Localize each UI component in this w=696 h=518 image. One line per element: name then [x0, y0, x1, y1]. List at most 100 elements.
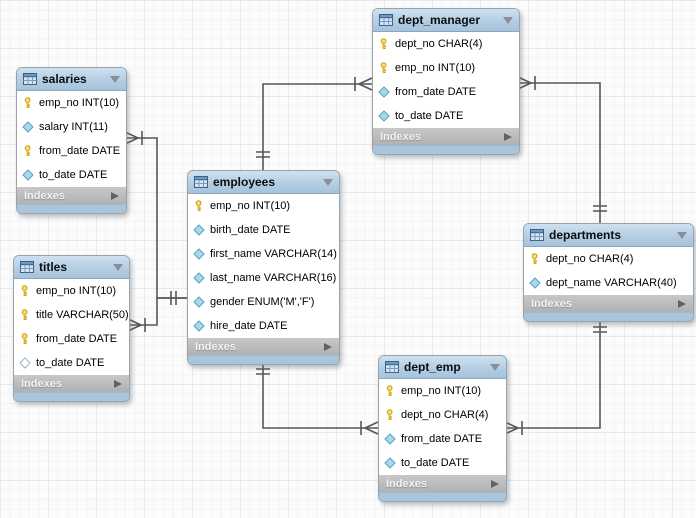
- table-icon: [530, 229, 544, 241]
- table-icon: [20, 261, 34, 273]
- column-row[interactable]: last_name VARCHAR(16): [188, 266, 339, 290]
- column-label: birth_date DATE: [210, 224, 291, 236]
- table-dept_emp[interactable]: dept_emp emp_no INT(10)dept_no CHAR(4)fr…: [378, 355, 507, 502]
- table-icon: [379, 14, 393, 26]
- indexes-bar[interactable]: Indexes: [188, 338, 339, 355]
- column-row[interactable]: salary INT(11): [17, 115, 126, 139]
- column-row[interactable]: title VARCHAR(50): [14, 303, 129, 327]
- collapse-arrow-icon[interactable]: [113, 263, 123, 271]
- column-label: from_date DATE: [36, 333, 118, 345]
- table-employees[interactable]: employees emp_no INT(10) birth_date DATE f…: [187, 170, 340, 365]
- collapse-arrow-icon[interactable]: [677, 231, 687, 239]
- table-bottom-bar: [14, 392, 129, 401]
- indexes-bar[interactable]: Indexes: [17, 187, 126, 204]
- column-row[interactable]: from_date DATE: [379, 427, 506, 451]
- column-label: to_date DATE: [395, 110, 464, 122]
- diamond-icon: [378, 110, 390, 122]
- column-list: emp_no INT(10)salary INT(11)from_date DA…: [17, 91, 126, 187]
- table-icon: [194, 176, 208, 188]
- column-label: title VARCHAR(50): [36, 309, 129, 321]
- column-row[interactable]: emp_no INT(10): [379, 379, 506, 403]
- column-label: from_date DATE: [395, 86, 477, 98]
- expand-arrow-icon[interactable]: [114, 379, 122, 388]
- indexes-bar[interactable]: Indexes: [524, 295, 693, 312]
- column-row[interactable]: from_date DATE: [17, 139, 126, 163]
- column-row[interactable]: gender ENUM('M','F'): [188, 290, 339, 314]
- table-icon: [23, 73, 37, 85]
- column-row[interactable]: dept_no CHAR(4): [373, 32, 519, 56]
- table-header[interactable]: titles: [14, 256, 129, 279]
- column-label: to_date DATE: [36, 357, 105, 369]
- diamond-icon: [384, 457, 396, 469]
- column-row[interactable]: hire_date DATE: [188, 314, 339, 338]
- column-row[interactable]: emp_no INT(10): [14, 279, 129, 303]
- relationship-titles-employees[interactable]: [127, 297, 187, 332]
- diamond-icon: [193, 320, 205, 332]
- expand-arrow-icon[interactable]: [111, 191, 119, 200]
- column-row[interactable]: to_date DATE: [17, 163, 126, 187]
- column-list: emp_no INT(10) birth_date DATE first_name …: [188, 194, 339, 338]
- column-row[interactable]: dept_name VARCHAR(40): [524, 271, 693, 295]
- key-icon: [19, 309, 31, 321]
- table-departments[interactable]: departments dept_no CHAR(4)dept_name VAR…: [523, 223, 694, 322]
- column-row[interactable]: emp_no INT(10): [17, 91, 126, 115]
- table-title: salaries: [42, 72, 87, 86]
- collapse-arrow-icon[interactable]: [503, 16, 513, 24]
- diamond-icon: [378, 86, 390, 98]
- column-row[interactable]: from_date DATE: [373, 80, 519, 104]
- table-header[interactable]: departments: [524, 224, 693, 247]
- indexes-bar[interactable]: Indexes: [14, 375, 129, 392]
- key-icon: [384, 385, 396, 397]
- column-list: dept_no CHAR(4) emp_no INT(10) from_date D…: [373, 32, 519, 128]
- relationship-dept_manager-departments[interactable]: [517, 76, 607, 223]
- table-titles[interactable]: titles emp_no INT(10) title VARCHAR(50) fr…: [13, 255, 130, 402]
- column-label: dept_no CHAR(4): [395, 38, 483, 50]
- relationship-dept_manager-employees[interactable]: [256, 77, 373, 170]
- indexes-bar[interactable]: Indexes: [379, 475, 506, 492]
- column-row[interactable]: first_name VARCHAR(14): [188, 242, 339, 266]
- collapse-arrow-icon[interactable]: [490, 363, 500, 371]
- diamond-icon: [193, 296, 205, 308]
- column-row[interactable]: from_date DATE: [14, 327, 129, 351]
- table-salaries[interactable]: salaries emp_no INT(10)salary INT(11)fro…: [16, 67, 127, 214]
- relationship-salaries-employees[interactable]: [124, 131, 187, 305]
- table-header[interactable]: dept_manager: [373, 9, 519, 32]
- table-header[interactable]: dept_emp: [379, 356, 506, 379]
- column-label: to_date DATE: [401, 457, 470, 469]
- table-bottom-bar: [524, 312, 693, 321]
- collapse-arrow-icon[interactable]: [323, 178, 333, 186]
- diamond-icon: [384, 433, 396, 445]
- diamond-icon: [22, 169, 34, 181]
- table-header[interactable]: employees: [188, 171, 339, 194]
- indexes-label: Indexes: [380, 130, 421, 143]
- table-bottom-bar: [17, 204, 126, 213]
- column-list: dept_no CHAR(4)dept_name VARCHAR(40): [524, 247, 693, 295]
- diamond-icon: [529, 277, 541, 289]
- table-header[interactable]: salaries: [17, 68, 126, 91]
- column-list: emp_no INT(10) title VARCHAR(50) from_date…: [14, 279, 129, 375]
- key-icon: [22, 145, 34, 157]
- diamond-hollow-icon: [19, 357, 31, 369]
- expand-arrow-icon[interactable]: [504, 132, 512, 141]
- expand-arrow-icon[interactable]: [491, 479, 499, 488]
- table-dept_manager[interactable]: dept_manager dept_no CHAR(4) emp_no INT(1…: [372, 8, 520, 155]
- expand-arrow-icon[interactable]: [324, 342, 332, 351]
- collapse-arrow-icon[interactable]: [110, 75, 120, 83]
- expand-arrow-icon[interactable]: [678, 299, 686, 308]
- table-title: employees: [213, 175, 276, 189]
- table-title: titles: [39, 260, 68, 274]
- column-row[interactable]: to_date DATE: [379, 451, 506, 475]
- column-row[interactable]: to_date DATE: [14, 351, 129, 375]
- column-row[interactable]: birth_date DATE: [188, 218, 339, 242]
- column-label: emp_no INT(10): [395, 62, 476, 74]
- indexes-bar[interactable]: Indexes: [373, 128, 519, 145]
- column-row[interactable]: emp_no INT(10): [373, 56, 519, 80]
- column-row[interactable]: to_date DATE: [373, 104, 519, 128]
- column-row[interactable]: dept_no CHAR(4): [379, 403, 506, 427]
- key-icon: [19, 285, 31, 297]
- column-row[interactable]: emp_no INT(10): [188, 194, 339, 218]
- column-row[interactable]: dept_no CHAR(4): [524, 247, 693, 271]
- relationship-dept_emp-departments[interactable]: [504, 320, 607, 435]
- relationship-dept_emp-employees[interactable]: [256, 362, 379, 435]
